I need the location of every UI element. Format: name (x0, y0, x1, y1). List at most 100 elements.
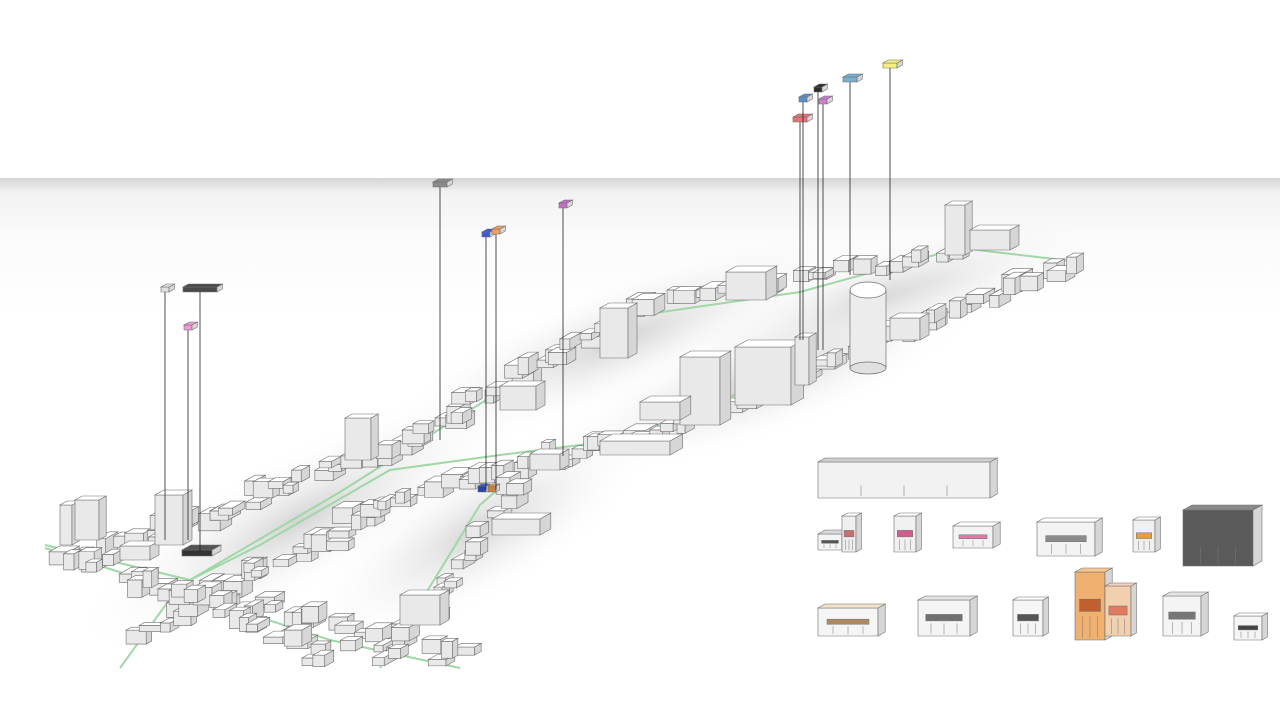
building-block-163 (84, 558, 104, 573)
marker-violet-small (817, 95, 834, 350)
marker-violet-small-box (817, 95, 834, 105)
building-block-156 (1018, 272, 1045, 292)
building-block-220 (245, 616, 271, 633)
marker-black-box (812, 83, 829, 93)
large-block-11 (498, 380, 547, 411)
building-block-177 (263, 600, 285, 613)
large-block-17 (638, 395, 692, 421)
large-block-7 (888, 312, 931, 341)
building-block-187 (372, 638, 397, 653)
building-block-192 (453, 642, 483, 656)
large-block-14 (528, 448, 571, 471)
marker-yellow-box (881, 59, 904, 69)
building-block-152 (964, 287, 996, 305)
marker-dark-slab-box (181, 283, 224, 293)
building-block-193 (440, 637, 460, 659)
large-block-16 (118, 540, 161, 561)
large-block-5 (943, 200, 974, 256)
marker-orange (490, 225, 507, 490)
building-block-37 (449, 407, 473, 425)
building-block-181 (300, 601, 329, 624)
marker-yellow (881, 59, 904, 280)
marker-blue-small-box (797, 93, 814, 103)
typology-amber-unit (1131, 516, 1162, 553)
large-block-6 (968, 224, 1021, 251)
tower-west-slab (153, 489, 194, 546)
building-block-202 (443, 577, 464, 589)
building-block-211 (505, 478, 533, 496)
building-block-213 (183, 584, 207, 603)
building-typology-catalogue (816, 457, 1269, 641)
typology-grey-duplex (1161, 591, 1210, 637)
building-block-162 (77, 547, 103, 570)
building-block-186 (364, 622, 394, 643)
building-block-90 (250, 566, 270, 578)
building-block-205 (464, 537, 489, 556)
building-block-185 (339, 636, 364, 652)
marker-blue-small (797, 93, 814, 340)
marker-dark-slab (181, 283, 224, 552)
building-block-21 (282, 481, 300, 494)
marker-white-cluster-box (159, 283, 176, 293)
building-block-39 (464, 387, 484, 403)
typology-grey-shophouse (1035, 517, 1104, 557)
building-block-73 (910, 245, 930, 263)
large-block-12 (598, 433, 684, 456)
building-block-159 (1065, 252, 1085, 275)
building-block-195 (387, 643, 410, 659)
orange-marker-base (486, 483, 501, 493)
building-block-30 (375, 439, 402, 460)
building-block-97 (325, 537, 356, 551)
typology-narrow-tower (840, 512, 863, 553)
marker-red-box (791, 113, 814, 123)
typology-dark-warehouse (1181, 504, 1264, 567)
large-block-2 (733, 339, 805, 406)
large-block-15 (398, 589, 451, 626)
typology-kiosk (892, 512, 923, 553)
large-block-0 (598, 302, 639, 359)
large-block-8 (343, 413, 380, 461)
typology-long-block (816, 457, 999, 499)
marker-purple-box (557, 199, 574, 209)
building-block-224 (283, 624, 313, 647)
typology-pink-terrace (951, 521, 1002, 549)
marker-orange-box (490, 225, 507, 235)
marker-grey-bar-box (431, 178, 454, 188)
building-block-141 (825, 348, 844, 368)
typology-beige-house (816, 603, 887, 637)
building-block-120 (570, 445, 594, 459)
building-block-4 (101, 548, 124, 566)
large-block-10 (73, 495, 108, 541)
marker-grey-bar (431, 178, 454, 440)
large-block-13 (490, 512, 552, 536)
marker-pink-box (182, 321, 199, 331)
marker-pink (182, 321, 199, 540)
building-block-69 (852, 255, 879, 275)
building-block-44 (516, 351, 540, 376)
marker-light-blue-box (841, 73, 864, 83)
typology-peach-annex (1103, 582, 1138, 637)
marker-light-blue (841, 73, 864, 275)
large-block-3 (793, 332, 818, 386)
building-blocks (47, 200, 1085, 668)
building-block-151 (948, 296, 969, 319)
highlighted-slab (180, 544, 223, 557)
building-block-33 (411, 420, 436, 435)
marker-purple (557, 199, 574, 456)
building-block-22 (290, 464, 311, 483)
building-block-168 (141, 566, 160, 589)
landmark-towers (153, 281, 887, 557)
building-block-15 (217, 500, 247, 516)
cylindrical-tower (849, 281, 887, 375)
typology-corner-kiosk (1232, 612, 1269, 641)
marker-red (791, 113, 814, 340)
building-block-56 (630, 292, 667, 317)
building-block-206 (464, 520, 490, 538)
building-block-47 (547, 346, 578, 366)
annotation-leaders (159, 59, 904, 552)
marker-white-cluster (159, 283, 176, 540)
building-block-106 (394, 488, 412, 504)
building-block-227 (311, 649, 335, 668)
typology-grey-house (916, 595, 979, 637)
